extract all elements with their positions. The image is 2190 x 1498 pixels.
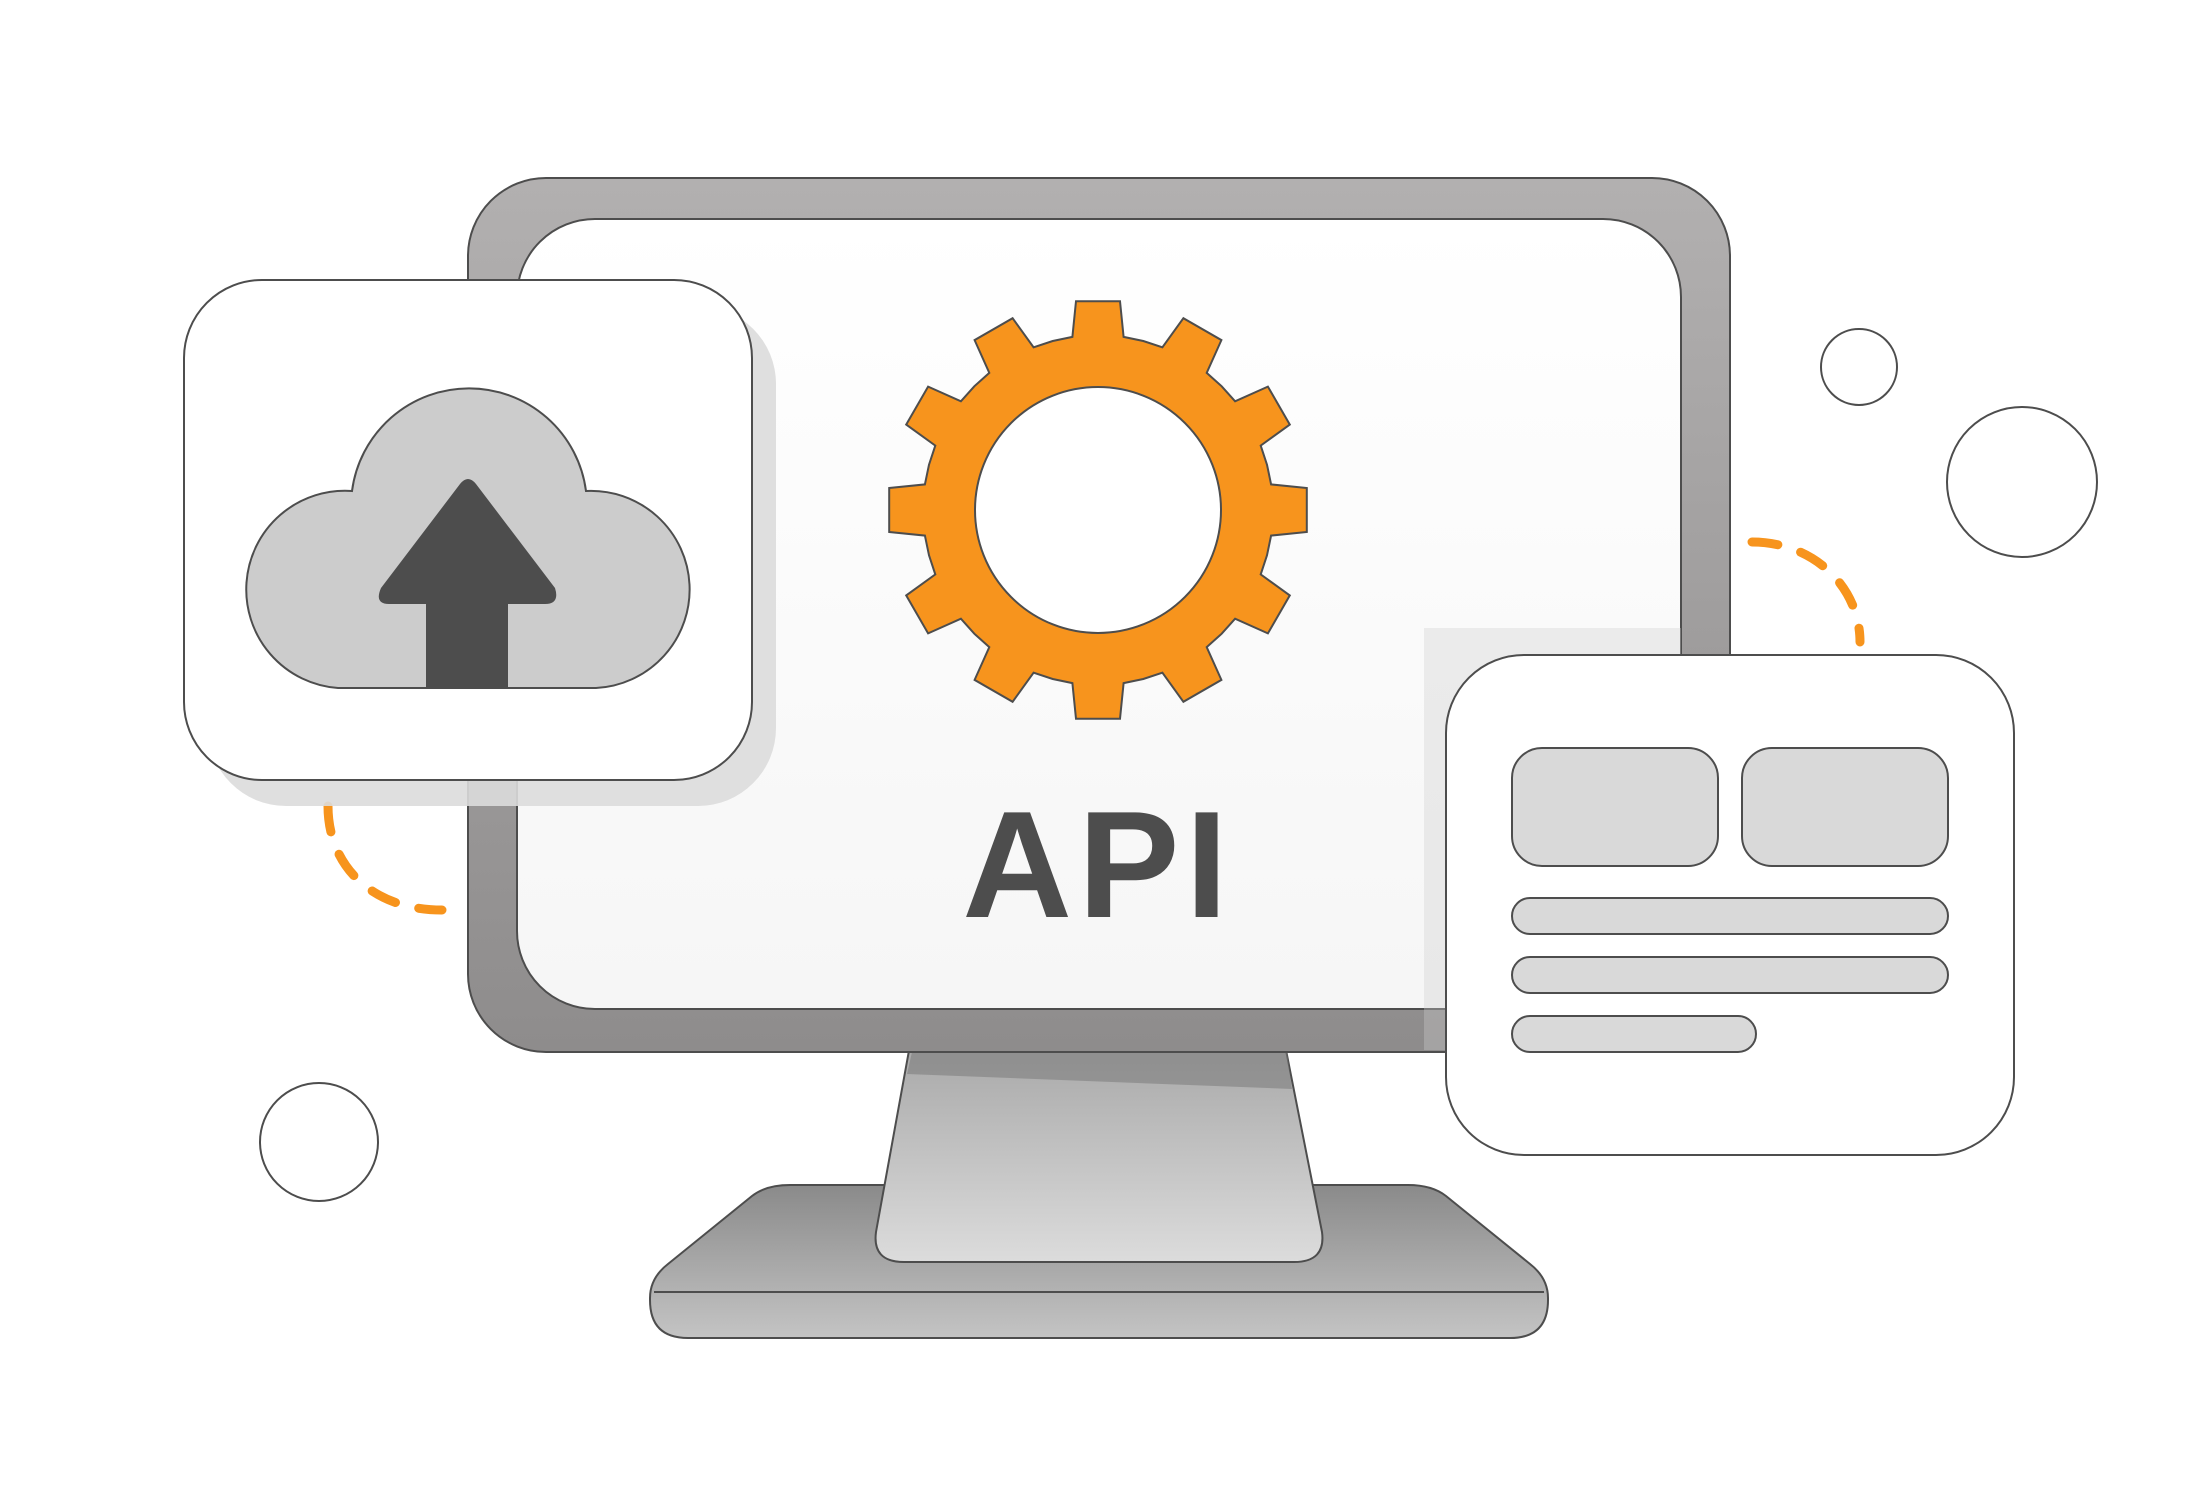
- gear-icon: [888, 300, 1308, 720]
- document-card-icon: [1445, 654, 2015, 1156]
- decor-circle-small-top-right: [1820, 328, 1898, 406]
- document-line-2: [1511, 956, 1949, 994]
- document-line-3: [1511, 1015, 1757, 1053]
- document-block-right: [1741, 747, 1949, 867]
- dashed-connector-left: [323, 801, 447, 915]
- monitor-neck: [874, 1044, 1324, 1263]
- api-label: API: [962, 780, 1233, 950]
- decor-circle-large-right: [1946, 406, 2098, 558]
- gear-hole: [974, 386, 1222, 634]
- document-block-left: [1511, 747, 1719, 867]
- document-line-1: [1511, 897, 1949, 935]
- cloud-upload-icon: [245, 387, 691, 689]
- dashed-connector-right: [1747, 537, 1865, 647]
- monitor-stand: [649, 1044, 1549, 1339]
- upload-arrow: [378, 479, 557, 688]
- monitor-neck-shadow: [907, 1052, 1292, 1089]
- decor-circle-bottom-left: [259, 1082, 379, 1202]
- cloud-upload-card: [183, 279, 776, 806]
